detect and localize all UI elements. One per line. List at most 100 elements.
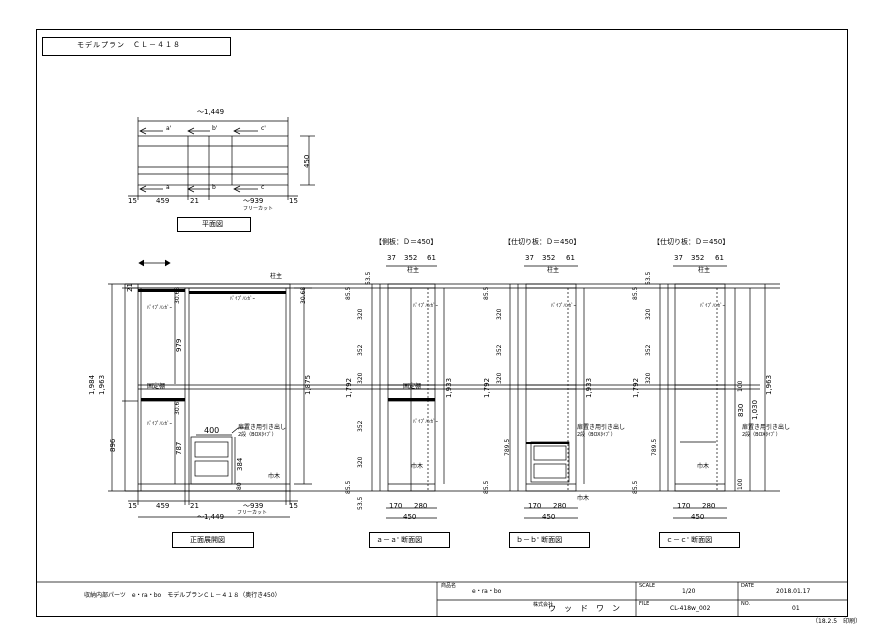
front-height-3068b: 30.68 bbox=[300, 286, 307, 304]
plan-mark-c: c bbox=[261, 184, 265, 191]
front-base-label: 巾木 bbox=[268, 473, 281, 480]
section-a-top-37: 37 bbox=[387, 254, 396, 262]
section-b-label: ｂ－ｂ' 断面図 bbox=[516, 536, 563, 544]
front-dim-939: ～939 bbox=[243, 502, 264, 510]
front-pipe-hanger-1: ﾊﾟｲﾌﾟﾊﾝｶﾞｰ bbox=[147, 305, 173, 311]
title-no-label: NO. bbox=[741, 601, 751, 607]
plan-dim-15b: 15 bbox=[289, 197, 298, 205]
section-a-d14: 53.5 bbox=[357, 496, 364, 510]
plan-depth: 450 bbox=[303, 154, 311, 168]
section-c-top-37: 37 bbox=[674, 254, 683, 262]
section-b-bottom-170: 170 bbox=[528, 502, 542, 510]
front-height-21: 21 bbox=[126, 283, 134, 292]
section-b-header: 【仕切り板：Ｄ＝450】 bbox=[504, 238, 581, 246]
section-c-d5: 352 bbox=[645, 344, 652, 356]
section-a-d0: 53.5 bbox=[365, 271, 372, 285]
title-scale-label: SCALE bbox=[639, 583, 656, 589]
section-b-top-61: 61 bbox=[566, 254, 575, 262]
front-column-label: 柱主 bbox=[270, 273, 283, 280]
section-c-right-1030: 1,030 bbox=[751, 399, 759, 420]
section-c-d9: 789.5 bbox=[651, 438, 658, 456]
section-a-d1: 85.5 bbox=[345, 286, 352, 300]
section-a-d13: 85.5 bbox=[345, 480, 352, 494]
section-b-d4: 352 bbox=[496, 344, 503, 356]
section-b-pipe: ﾊﾟｲﾌﾟﾊﾝｶﾞｰ bbox=[551, 303, 577, 309]
plan-mark-a: a bbox=[166, 184, 170, 191]
front-pipe-hanger-3: ﾊﾟｲﾌﾟﾊﾝｶﾞｰ bbox=[147, 421, 173, 427]
front-drawer-note: 扉置き用引き出し bbox=[238, 424, 287, 431]
section-b-d2: 320 bbox=[496, 308, 503, 320]
plan-mark-b-prime: b' bbox=[212, 125, 218, 132]
front-height-3068c: 30.68 bbox=[174, 397, 181, 415]
section-c-d1: 85.5 bbox=[632, 286, 639, 300]
section-a-label-box bbox=[369, 532, 450, 548]
section-a-label: ａ－ａ' 断面図 bbox=[376, 536, 423, 544]
front-fixed-shelf: 固定棚 bbox=[147, 383, 166, 390]
plan-free-cut: フリーカット bbox=[243, 206, 274, 212]
section-c-bottom-170: 170 bbox=[677, 502, 691, 510]
front-free-cut: フリーカット bbox=[237, 510, 268, 516]
drawing-frame bbox=[36, 29, 848, 617]
front-dim-15a: 15 bbox=[128, 502, 137, 510]
section-c-pipe: ﾊﾟｲﾌﾟﾊﾝｶﾞｰ bbox=[700, 303, 726, 309]
plan-dim-459: 459 bbox=[156, 197, 170, 205]
front-dim-21: 21 bbox=[190, 502, 199, 510]
section-c-d0: 53.5 bbox=[645, 271, 652, 285]
section-c-d10: 85.5 bbox=[632, 480, 639, 494]
section-c-right-1963: 1,963 bbox=[765, 374, 773, 395]
front-height-979: 979 bbox=[175, 338, 183, 352]
section-b-top-352: 352 bbox=[542, 254, 556, 262]
front-overall-width: ～1,449 bbox=[197, 513, 225, 521]
front-width-400: 400 bbox=[204, 426, 220, 435]
front-pipe-hanger-2: ﾊﾟｲﾌﾟﾊﾝｶﾞｰ bbox=[230, 296, 256, 302]
plan-label-box bbox=[177, 217, 251, 232]
section-a-fixed-shelf: 固定棚 bbox=[403, 383, 422, 390]
section-a-top-61: 61 bbox=[427, 254, 436, 262]
section-a-d9: 352 bbox=[357, 420, 364, 432]
section-a-bottom-280: 280 bbox=[414, 502, 428, 510]
front-height-1984: 1,984 bbox=[88, 374, 96, 395]
section-c-drawer-note: 扉置き用引き出し bbox=[742, 424, 791, 431]
plan-overall-width: ～1,449 bbox=[197, 108, 225, 116]
section-c-right-100a: 100 bbox=[737, 380, 744, 392]
section-b-depth: 450 bbox=[542, 513, 556, 521]
title-company: ウ ッ ド ワ ン bbox=[548, 604, 620, 613]
section-a-d5: 352 bbox=[357, 344, 364, 356]
section-c-d7: 320 bbox=[645, 372, 652, 384]
section-c-total-left: 1,792 bbox=[632, 377, 640, 398]
section-c-bottom-280: 280 bbox=[702, 502, 716, 510]
title-file-label: FILE bbox=[639, 601, 650, 607]
plan-dim-21: 21 bbox=[190, 197, 199, 205]
section-c-drawer-note2: 2段（BOXﾀｲﾌﾟ） bbox=[742, 432, 781, 438]
section-b-label-box bbox=[509, 532, 590, 548]
section-a-base: 巾木 bbox=[411, 463, 424, 470]
plan-mark-c-prime: c' bbox=[261, 125, 266, 132]
section-a-header: 【側板：Ｄ＝450】 bbox=[375, 238, 438, 246]
title-company-label: 株式会社 bbox=[533, 602, 554, 608]
section-b-total-left: 1,792 bbox=[483, 377, 491, 398]
front-height-384: 384 bbox=[236, 457, 244, 471]
section-a-total-right: 1,933 bbox=[445, 377, 453, 398]
section-b-drawer-note: 扉置き用引き出し bbox=[577, 424, 626, 431]
front-drawer-note2: 2段（BOXﾀｲﾌﾟ） bbox=[238, 432, 277, 438]
title-product: 収納内部パーツ e・ra・bo モデルプランＣＬ－４１８（奥行き450） bbox=[84, 592, 281, 599]
title-date-label: DATE bbox=[741, 583, 755, 589]
section-a-column: 柱主 bbox=[407, 267, 420, 274]
front-dim-15b: 15 bbox=[289, 502, 298, 510]
front-label-box bbox=[172, 532, 254, 548]
front-height-896: 896 bbox=[109, 438, 117, 452]
plan-dim-939: ～939 bbox=[243, 197, 264, 205]
section-b-column: 柱主 bbox=[547, 267, 560, 274]
plan-dim-15a: 15 bbox=[128, 197, 137, 205]
section-a-bottom-170: 170 bbox=[389, 502, 403, 510]
title-brand: e・ra・bo bbox=[472, 588, 502, 595]
title-scale: 1/20 bbox=[682, 588, 696, 595]
section-c-base: 巾木 bbox=[697, 463, 710, 470]
section-b-d6: 320 bbox=[496, 372, 503, 384]
section-c-right-100b: 100 bbox=[737, 478, 744, 490]
section-a-d7: 320 bbox=[357, 372, 364, 384]
title-brand-label: 商品名 bbox=[441, 583, 457, 589]
section-a-d3: 320 bbox=[357, 308, 364, 320]
section-c-top-61: 61 bbox=[715, 254, 724, 262]
